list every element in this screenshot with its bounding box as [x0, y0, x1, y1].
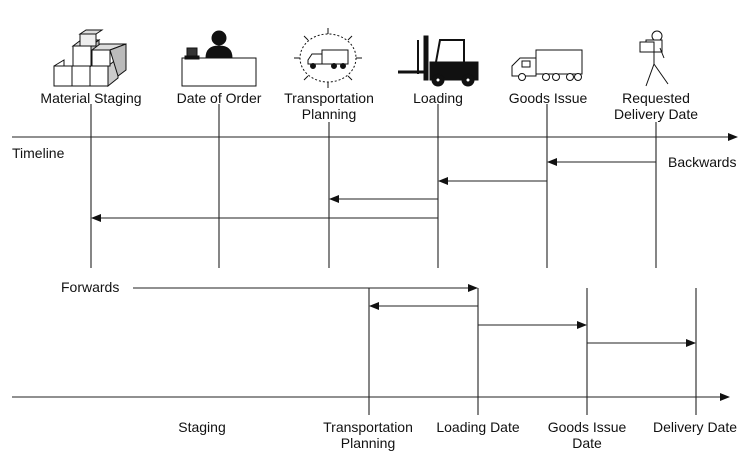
bottom-label-goods-issue-date: Goods Issue Date	[547, 419, 627, 451]
milestone-label-date-of-order: Date of Order	[176, 90, 262, 106]
boxes-icon	[53, 29, 127, 88]
bottom-label-transportation-planning: Transportation Planning	[323, 419, 413, 451]
timeline-label: Timeline	[12, 145, 65, 161]
forklift-icon	[398, 35, 479, 87]
delivery-person-icon	[639, 30, 669, 87]
truck-icon	[511, 49, 583, 81]
milestone-label-transportation-planning: Transportation Planning	[284, 90, 374, 122]
bottom-label-delivery-date: Delivery Date	[652, 419, 738, 435]
backwards-label: Backwards	[668, 154, 737, 170]
milestone-label-requested-delivery-date: Requested Delivery Date	[613, 90, 699, 122]
forwards-label: Forwards	[61, 279, 120, 295]
desk-clerk-icon	[181, 30, 257, 87]
bottom-label-loading-date: Loading Date	[436, 419, 520, 435]
milestone-label-material-staging: Material Staging	[40, 90, 142, 106]
milestone-label-loading: Loading	[413, 90, 463, 106]
bottom-label-staging: Staging	[178, 419, 226, 435]
truck-planning-icon	[294, 28, 362, 88]
milestone-label-goods-issue: Goods Issue	[508, 90, 588, 106]
